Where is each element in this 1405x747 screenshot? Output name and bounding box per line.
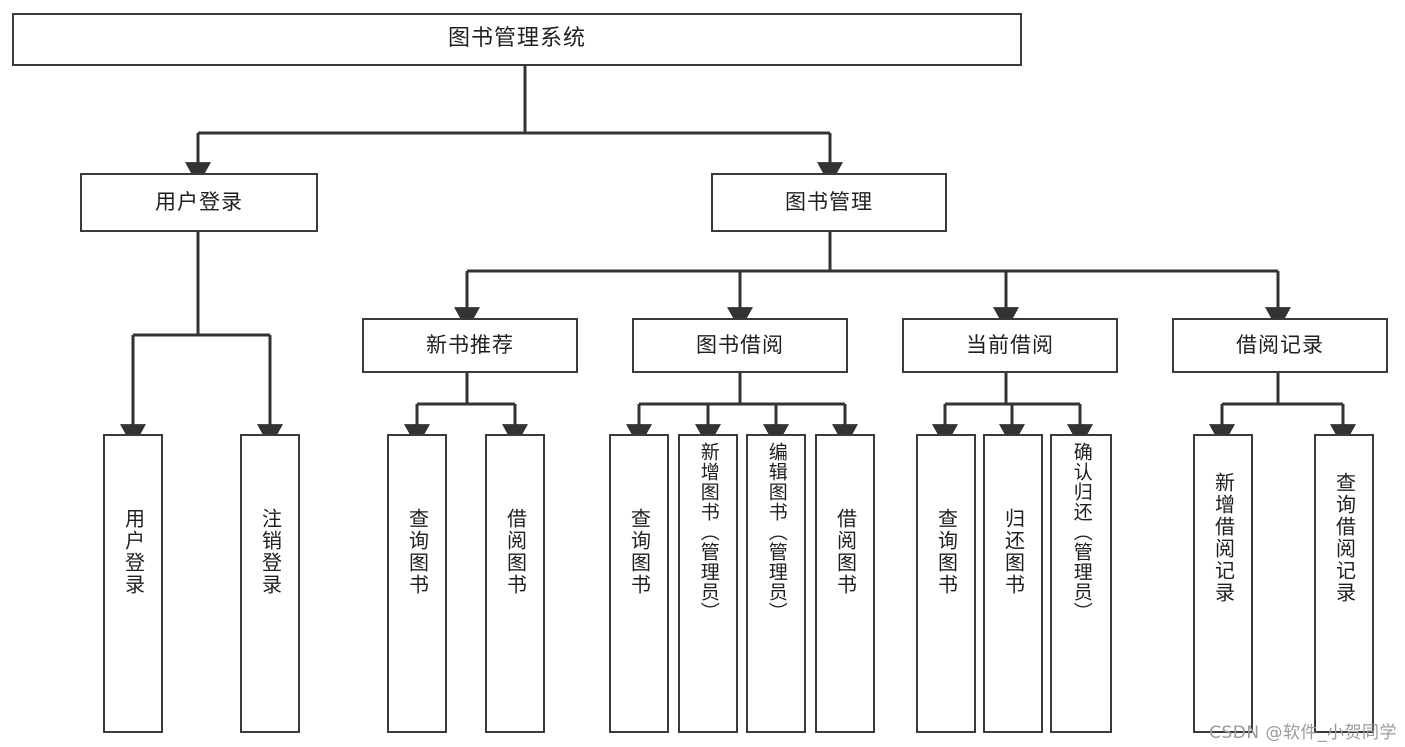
leaf-label: 借阅图书: [833, 508, 858, 596]
leaf-label: 借阅图书: [503, 508, 528, 596]
node-current-borrow[interactable]: 当前借阅: [902, 318, 1118, 373]
leaf-label: 确认归还（管理员）: [1070, 442, 1093, 622]
node-borrow-record-label: 借阅记录: [1236, 332, 1324, 357]
leaf-borrow-record-query[interactable]: 查询借阅记录: [1314, 434, 1374, 733]
leaf-borrow-record-add[interactable]: 新增借阅记录: [1193, 434, 1253, 733]
leaf-label: 注销登录: [258, 508, 283, 596]
node-new-book-recommend[interactable]: 新书推荐: [362, 318, 578, 373]
node-root[interactable]: 图书管理系统: [12, 13, 1022, 66]
leaf-current-borrow-query[interactable]: 查询图书: [916, 434, 976, 733]
leaf-label: 查询借阅记录: [1332, 472, 1357, 604]
node-user-login-label: 用户登录: [155, 189, 243, 214]
node-book-borrow-label: 图书借阅: [696, 332, 784, 357]
node-book-borrow[interactable]: 图书借阅: [632, 318, 848, 373]
leaf-label: 查询图书: [627, 508, 652, 596]
node-book-manage-label: 图书管理: [785, 189, 873, 214]
leaf-user-login-login[interactable]: 用户登录: [103, 434, 163, 733]
leaf-label: 新增借阅记录: [1211, 472, 1236, 604]
leaf-book-borrow-edit[interactable]: 编辑图书（管理员）: [746, 434, 806, 733]
leaf-label: 用户登录: [121, 508, 146, 596]
node-root-label: 图书管理系统: [447, 26, 586, 52]
leaf-current-borrow-return[interactable]: 归还图书: [983, 434, 1043, 733]
watermark: CSDN @软件_小贺同学: [1209, 723, 1397, 743]
node-borrow-record[interactable]: 借阅记录: [1172, 318, 1388, 373]
leaf-current-borrow-confirm[interactable]: 确认归还（管理员）: [1050, 434, 1112, 733]
leaf-book-borrow-query[interactable]: 查询图书: [609, 434, 669, 733]
leaf-new-book-borrow[interactable]: 借阅图书: [485, 434, 545, 733]
node-book-manage[interactable]: 图书管理: [711, 173, 947, 232]
node-user-login[interactable]: 用户登录: [80, 173, 318, 232]
leaf-label: 查询图书: [934, 508, 959, 596]
node-current-borrow-label: 当前借阅: [966, 332, 1054, 357]
leaf-label: 编辑图书（管理员）: [765, 442, 788, 622]
leaf-book-borrow-borrow[interactable]: 借阅图书: [815, 434, 875, 733]
leaf-label: 查询图书: [405, 508, 430, 596]
leaf-new-book-query[interactable]: 查询图书: [387, 434, 447, 733]
node-new-book-recommend-label: 新书推荐: [426, 332, 514, 357]
leaf-label: 新增图书（管理员）: [697, 442, 720, 622]
leaf-book-borrow-add[interactable]: 新增图书（管理员）: [678, 434, 738, 733]
leaf-label: 归还图书: [1001, 508, 1026, 596]
leaf-user-login-logout[interactable]: 注销登录: [240, 434, 300, 733]
